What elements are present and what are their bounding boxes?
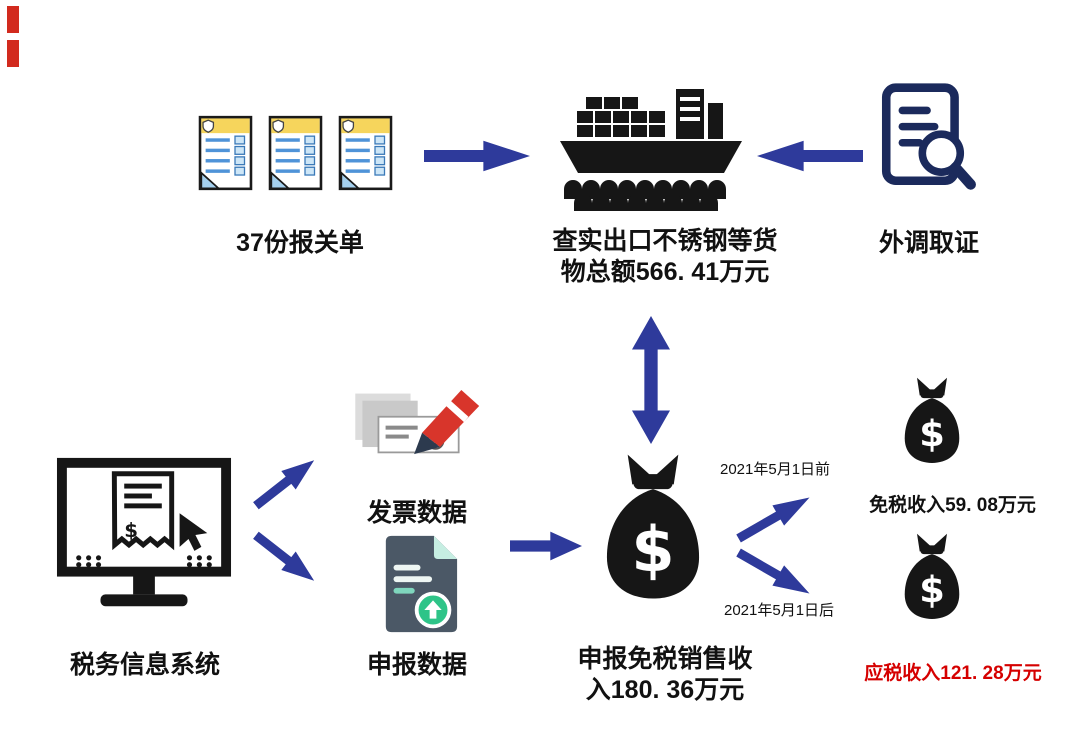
ship-caption: 查实出口不锈钢等货 物总额566. 41万元 xyxy=(520,226,810,288)
exempt-income-label: 免税收入59. 08万元 xyxy=(869,495,1036,516)
declarations-label: 37份报关单 xyxy=(236,229,364,257)
ship-caption-line1: 查实出口不锈钢等货 xyxy=(552,227,778,255)
evidence-search-icon xyxy=(878,82,978,194)
arrow-docs-to-ship xyxy=(424,139,530,173)
arrow-moneybag-to-exempt xyxy=(732,486,816,550)
customs-declaration-icon xyxy=(267,110,324,196)
svg-text:$: $ xyxy=(124,519,138,542)
date-after-label: 2021年5月1日后 xyxy=(724,602,835,619)
invoice-data-icon: $ xyxy=(340,390,490,472)
svg-text:$: $ xyxy=(919,569,945,612)
arrow-system-to-invoice xyxy=(248,450,322,516)
invoice-data-label: 发票数据 xyxy=(366,499,467,527)
money-bag-icon: $ xyxy=(594,450,712,602)
ship-caption-line2: 物总额566. 41万元 xyxy=(560,258,770,286)
declaration-data-label: 申报数据 xyxy=(366,651,467,679)
declared-income-caption: 申报免税销售收 入180. 36万元 xyxy=(540,644,790,706)
arrow-declaration-to-moneybag xyxy=(510,530,582,562)
small-money-bag-exempt-icon: $ xyxy=(896,375,968,465)
declared-income-line2: 入180. 36万元 xyxy=(585,676,745,704)
date-before-label: 2021年5月1日前 xyxy=(720,461,831,478)
small-money-bag-taxable-icon: $ xyxy=(896,531,968,621)
declared-income-line1: 申报免税销售收 xyxy=(577,645,753,673)
svg-text:$: $ xyxy=(631,513,674,586)
arrow-evidence-to-ship xyxy=(757,139,863,173)
evidence-label: 外调取证 xyxy=(878,229,979,257)
svg-text:$: $ xyxy=(919,413,945,456)
taxable-income-label: 应税收入121. 28万元 xyxy=(864,663,1042,684)
customs-declaration-icon xyxy=(337,110,394,196)
tax-system-label: 税务信息系统 xyxy=(69,651,220,679)
tax-system-monitor-icon: $ xyxy=(55,455,233,623)
red-mark xyxy=(7,6,19,33)
cargo-ship-icon xyxy=(556,86,746,214)
arrow-system-to-declaration xyxy=(248,525,322,591)
declaration-data-icon xyxy=(378,532,463,636)
double-arrow-ship-moneybag xyxy=(632,316,670,444)
red-mark xyxy=(7,40,19,67)
arrow-moneybag-to-taxable xyxy=(732,541,816,605)
customs-declaration-icon xyxy=(197,110,254,196)
